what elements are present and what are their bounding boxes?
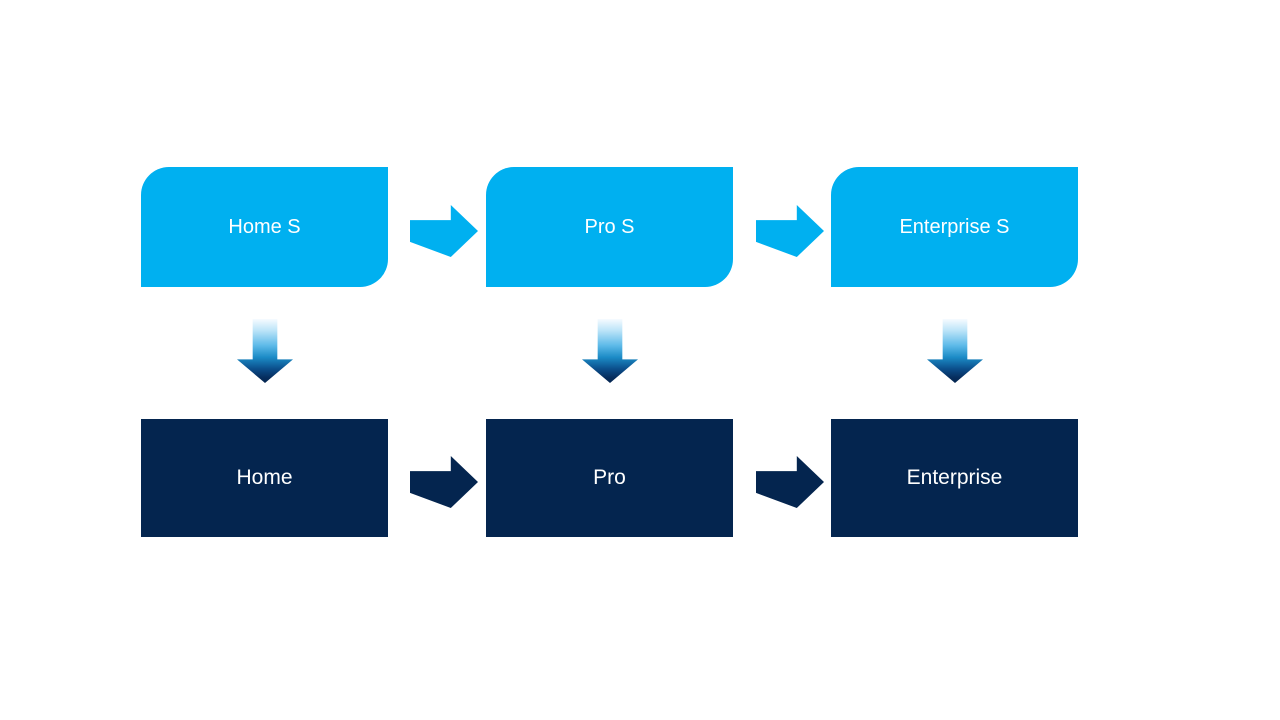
node-enterprise-s: Enterprise S: [831, 167, 1078, 287]
node-home: Home: [141, 419, 388, 537]
node-label: Home S: [228, 215, 301, 238]
right-arrow-icon: [410, 205, 478, 257]
node-label: Enterprise: [906, 466, 1003, 489]
down-arrow-icon: [927, 319, 983, 383]
right-arrow-icon: [410, 456, 478, 508]
right-arrow-icon: [756, 205, 824, 257]
node-pro-s: Pro S: [486, 167, 733, 287]
node-home-s: Home S: [141, 167, 388, 287]
right-arrow-icon: [756, 456, 824, 508]
node-label: Pro S: [584, 215, 635, 238]
node-label: Enterprise S: [899, 215, 1010, 238]
down-arrow-icon: [237, 319, 293, 383]
node-label: Home: [236, 466, 293, 489]
down-arrow-icon: [582, 319, 638, 383]
node-label: Pro: [593, 466, 626, 489]
node-pro: Pro: [486, 419, 733, 537]
node-enterprise: Enterprise: [831, 419, 1078, 537]
